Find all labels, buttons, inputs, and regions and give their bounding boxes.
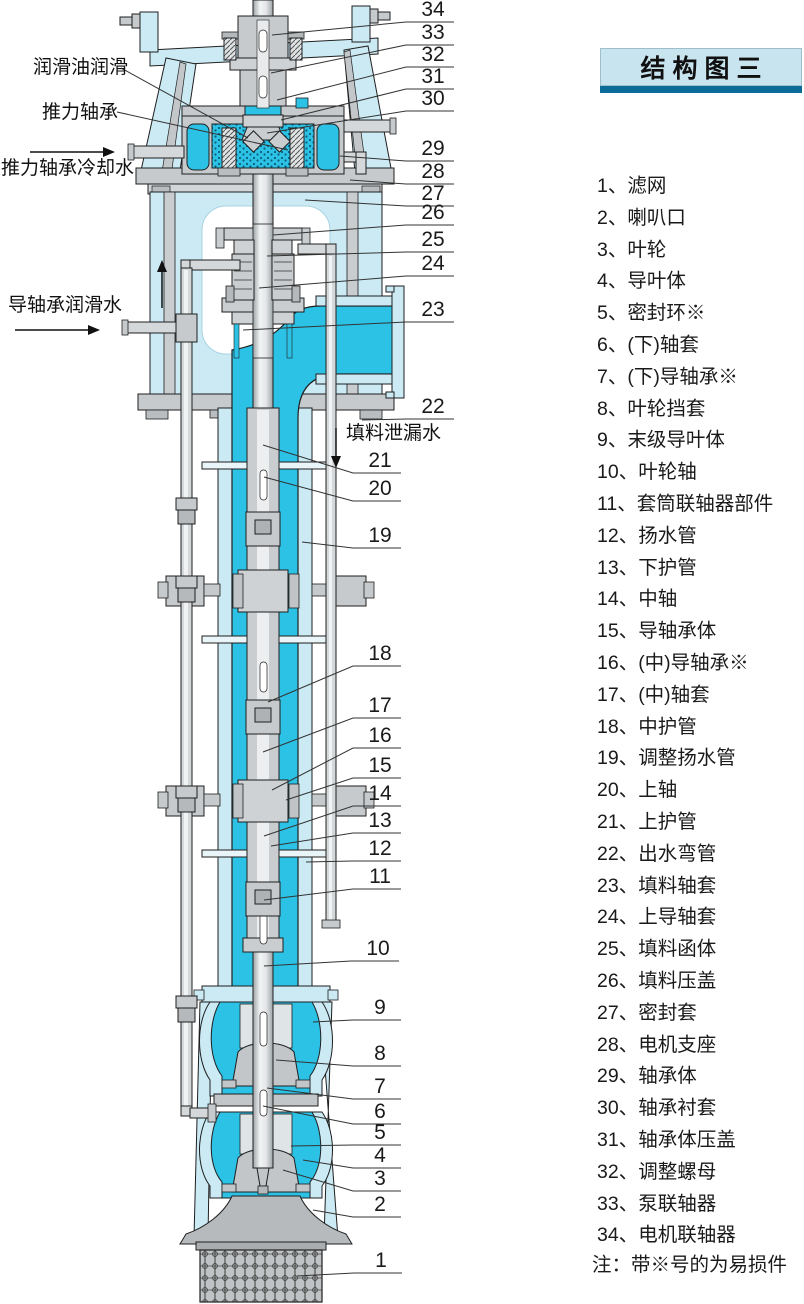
title-underline-bar xyxy=(600,86,802,93)
parts-list-item: 27、密封套 xyxy=(597,1001,697,1024)
parts-list-item: 6、(下)轴套 xyxy=(597,333,699,356)
parts-list-item: 7、(下)导轴承※ xyxy=(597,365,738,388)
parts-list-item: 16、(中)导轴承※ xyxy=(597,651,749,674)
diagram-label: 导轴承润滑水 xyxy=(8,295,123,316)
packing-body xyxy=(271,253,295,301)
parts-list-item: 21、上护管 xyxy=(597,810,697,833)
callout-number: 28 xyxy=(421,160,445,183)
callout-number: 3 xyxy=(374,1167,386,1190)
diagram-label: 推力轴承 xyxy=(42,102,119,123)
parts-list-item: 18、中护管 xyxy=(597,715,697,738)
parts-list-item: 14、中轴 xyxy=(597,588,678,611)
callout-number: 16 xyxy=(368,724,392,747)
callout-number: 4 xyxy=(374,1144,386,1167)
callout-number: 31 xyxy=(421,65,445,88)
lubrication-pipes xyxy=(121,243,341,1123)
coupling-stack xyxy=(217,15,309,177)
parts-list-item: 26、填料压盖 xyxy=(597,969,717,992)
callout-number: 8 xyxy=(374,1042,386,1065)
callout-number: 2 xyxy=(374,1193,386,1216)
diagram-label: 推力轴承冷却水 xyxy=(1,158,135,179)
parts-list-item: 33、泵联轴器 xyxy=(597,1192,717,1215)
stuffing-box xyxy=(215,223,311,359)
parts-list-item: 4、导叶体 xyxy=(597,270,686,293)
parts-list-item: 22、出水弯管 xyxy=(597,842,717,865)
callout-number: 11 xyxy=(369,865,391,888)
strainer-flange xyxy=(195,1241,327,1251)
parts-list-item: 17、(中)轴套 xyxy=(597,683,710,706)
callout-number: 10 xyxy=(366,937,390,960)
parts-list-item: 25、填料函体 xyxy=(597,938,717,961)
parts-list-item: 15、导轴承体 xyxy=(597,620,717,643)
parts-list-item: 3、叶轮 xyxy=(597,238,667,261)
parts-list-item: 29、轴承体 xyxy=(597,1065,697,1088)
callout-number: 5 xyxy=(374,1121,386,1144)
parts-list-item: 11、套筒联轴器部件 xyxy=(597,492,774,515)
shaft-slots xyxy=(259,469,268,1117)
parts-list-item: 8、叶轮挡套 xyxy=(597,397,706,420)
callout-number: 21 xyxy=(368,449,392,472)
callout-number: 18 xyxy=(368,642,392,665)
callout-number: 1 xyxy=(375,1249,387,1272)
label-leader-lines xyxy=(116,67,289,151)
pump-bowl-assembly xyxy=(179,985,353,1303)
callout-number: 24 xyxy=(421,252,445,275)
cooling-water-pipe xyxy=(343,119,393,133)
parts-list-item: 34、电机联轴器 xyxy=(597,1224,736,1247)
page-title: 结构图三 xyxy=(600,48,802,86)
diagram-label: 润滑油润滑 xyxy=(33,57,129,78)
parts-list-item: 20、上轴 xyxy=(597,779,678,802)
parts-list-item: 13、下护管 xyxy=(597,556,697,579)
parts-list-item: 28、电机支座 xyxy=(597,1033,717,1056)
parts-list-item: 9、末级导叶体 xyxy=(597,429,725,452)
callout-number: 19 xyxy=(368,524,392,547)
callout-number: 33 xyxy=(421,21,445,44)
callout-number: 13 xyxy=(368,809,392,832)
cooling-water-pipe xyxy=(131,145,185,159)
callout-number: 15 xyxy=(368,754,392,777)
callout-number: 14 xyxy=(368,782,392,805)
callout-number: 12 xyxy=(368,837,392,860)
parts-list-item: 19、调整扬水管 xyxy=(597,747,736,770)
parts-list-item: 12、扬水管 xyxy=(597,524,697,547)
parts-list-item: 32、调整螺母 xyxy=(597,1160,717,1183)
callout-number: 22 xyxy=(421,395,445,418)
callout-number: 27 xyxy=(421,182,445,205)
parts-list-item: 30、轴承衬套 xyxy=(597,1097,717,1120)
callout-number: 30 xyxy=(421,87,445,110)
parts-list-item: 24、上导轴套 xyxy=(597,906,717,929)
callout-number: 23 xyxy=(421,298,445,321)
callout-leader-lines xyxy=(242,21,454,1277)
callout-number: 26 xyxy=(421,201,445,224)
callout-number: 29 xyxy=(421,137,445,160)
parts-list-item: 2、喇叭口 xyxy=(597,206,686,229)
parts-list-item: 5、密封环※ xyxy=(597,302,706,325)
wear-parts-note: 注：带※号的为易损件 xyxy=(592,1254,788,1276)
pump-structure-diagram xyxy=(15,0,454,1303)
diagram-label: 填料泄漏水 xyxy=(346,423,442,444)
callout-number: 32 xyxy=(421,43,445,66)
suction-bell xyxy=(179,1195,353,1245)
callout-number: 7 xyxy=(374,1075,386,1098)
parts-list-item: 10、叶轮轴 xyxy=(597,461,697,484)
parts-list: 1、滤网 2、喇叭口 3、叶轮 4、导叶体 5、密封环※ 6、(下)轴套 7、(下)导轴承※… xyxy=(597,171,804,1252)
parts-list-item: 1、滤网 xyxy=(597,175,667,197)
callout-number: 17 xyxy=(368,694,392,717)
parts-list-item: 23、填料轴套 xyxy=(597,874,717,897)
callout-number: 34 xyxy=(421,0,445,21)
callout-number: 9 xyxy=(374,996,386,1019)
thrust-pad xyxy=(242,130,265,153)
discharge-flange xyxy=(391,285,405,399)
parts-list-item: 31、轴承体压盖 xyxy=(597,1128,736,1151)
callout-number: 25 xyxy=(421,228,445,251)
flow-arrows xyxy=(15,147,341,468)
callout-number: 20 xyxy=(368,477,392,500)
callout-number: 6 xyxy=(374,1100,386,1123)
